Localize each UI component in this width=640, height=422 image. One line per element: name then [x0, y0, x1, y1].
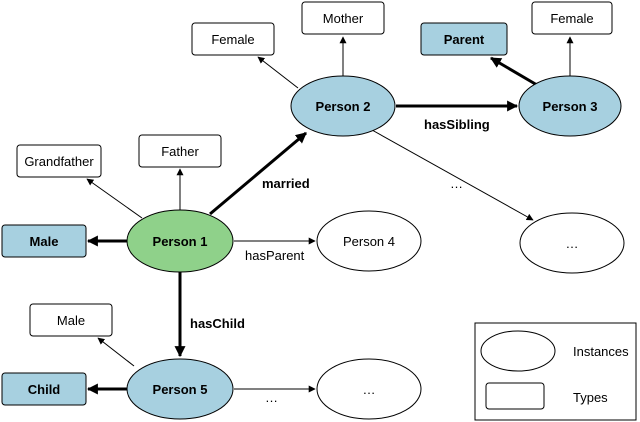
edge-p2-unknown — [371, 129, 534, 221]
edge-label-married: married — [262, 176, 310, 191]
type-parent: Parent — [420, 22, 508, 56]
edge-p5-male — [97, 337, 135, 367]
instance-unknown-right-label: … — [566, 236, 579, 251]
type-male: Male — [29, 303, 113, 337]
instance-person3: Person 3 — [518, 75, 622, 137]
instance-unknown-bottom-label: … — [363, 382, 376, 397]
type-father-label: Father — [161, 144, 199, 159]
type-grandfather-label: Grandfather — [24, 154, 94, 169]
type-mother-label: Mother — [323, 11, 364, 26]
edge-p1-grandfather — [86, 178, 143, 219]
instance-person5: Person 5 — [126, 358, 234, 420]
type-mother: Mother — [301, 1, 385, 35]
type-male-label: Male — [57, 313, 85, 328]
edge-label-hasParent: hasParent — [245, 248, 305, 263]
legend: Instances Types — [474, 322, 637, 421]
edge-p2-female — [257, 56, 299, 89]
instance-person3-label: Person 3 — [543, 99, 598, 114]
type-female-left: Female — [191, 22, 275, 56]
instance-unknown-right: … — [519, 212, 625, 274]
type-child-label: Child — [28, 382, 61, 397]
type-father: Father — [138, 134, 222, 168]
legend-types-label: Types — [573, 390, 608, 405]
type-parent-label: Parent — [444, 32, 485, 47]
type-female-left-label: Female — [211, 32, 254, 47]
edge-p3-parent — [490, 56, 538, 87]
type-male-bold-label: Male — [30, 234, 59, 249]
edge-label-ellipsis-p2: … — [450, 176, 463, 191]
bold-edges — [86, 56, 538, 395]
instance-person2-label: Person 2 — [316, 99, 371, 114]
type-child: Child — [1, 372, 87, 406]
legend-type-swatch — [485, 382, 545, 410]
type-grandfather: Grandfather — [16, 144, 102, 178]
edge-married — [209, 131, 307, 216]
legend-instances-label: Instances — [573, 344, 629, 359]
edge-label-hasSibling: hasSibling — [424, 117, 490, 132]
type-female-right-label: Female — [550, 11, 593, 26]
instance-person4-label: Person 4 — [343, 234, 395, 249]
type-female-right: Female — [531, 1, 613, 35]
instance-person1-label: Person 1 — [153, 234, 208, 249]
instance-person1: Person 1 — [126, 209, 234, 273]
instance-person5-label: Person 5 — [153, 382, 208, 397]
instance-unknown-bottom: … — [316, 358, 422, 420]
type-male-bold: Male — [1, 224, 87, 258]
instance-person4: Person 4 — [316, 210, 422, 272]
legend-instance-swatch — [480, 330, 556, 372]
thin-edges — [86, 36, 574, 393]
instance-person2: Person 2 — [290, 75, 396, 137]
edge-label-ellipsis-p5: … — [265, 390, 278, 405]
edge-label-hasChild: hasChild — [190, 316, 245, 331]
